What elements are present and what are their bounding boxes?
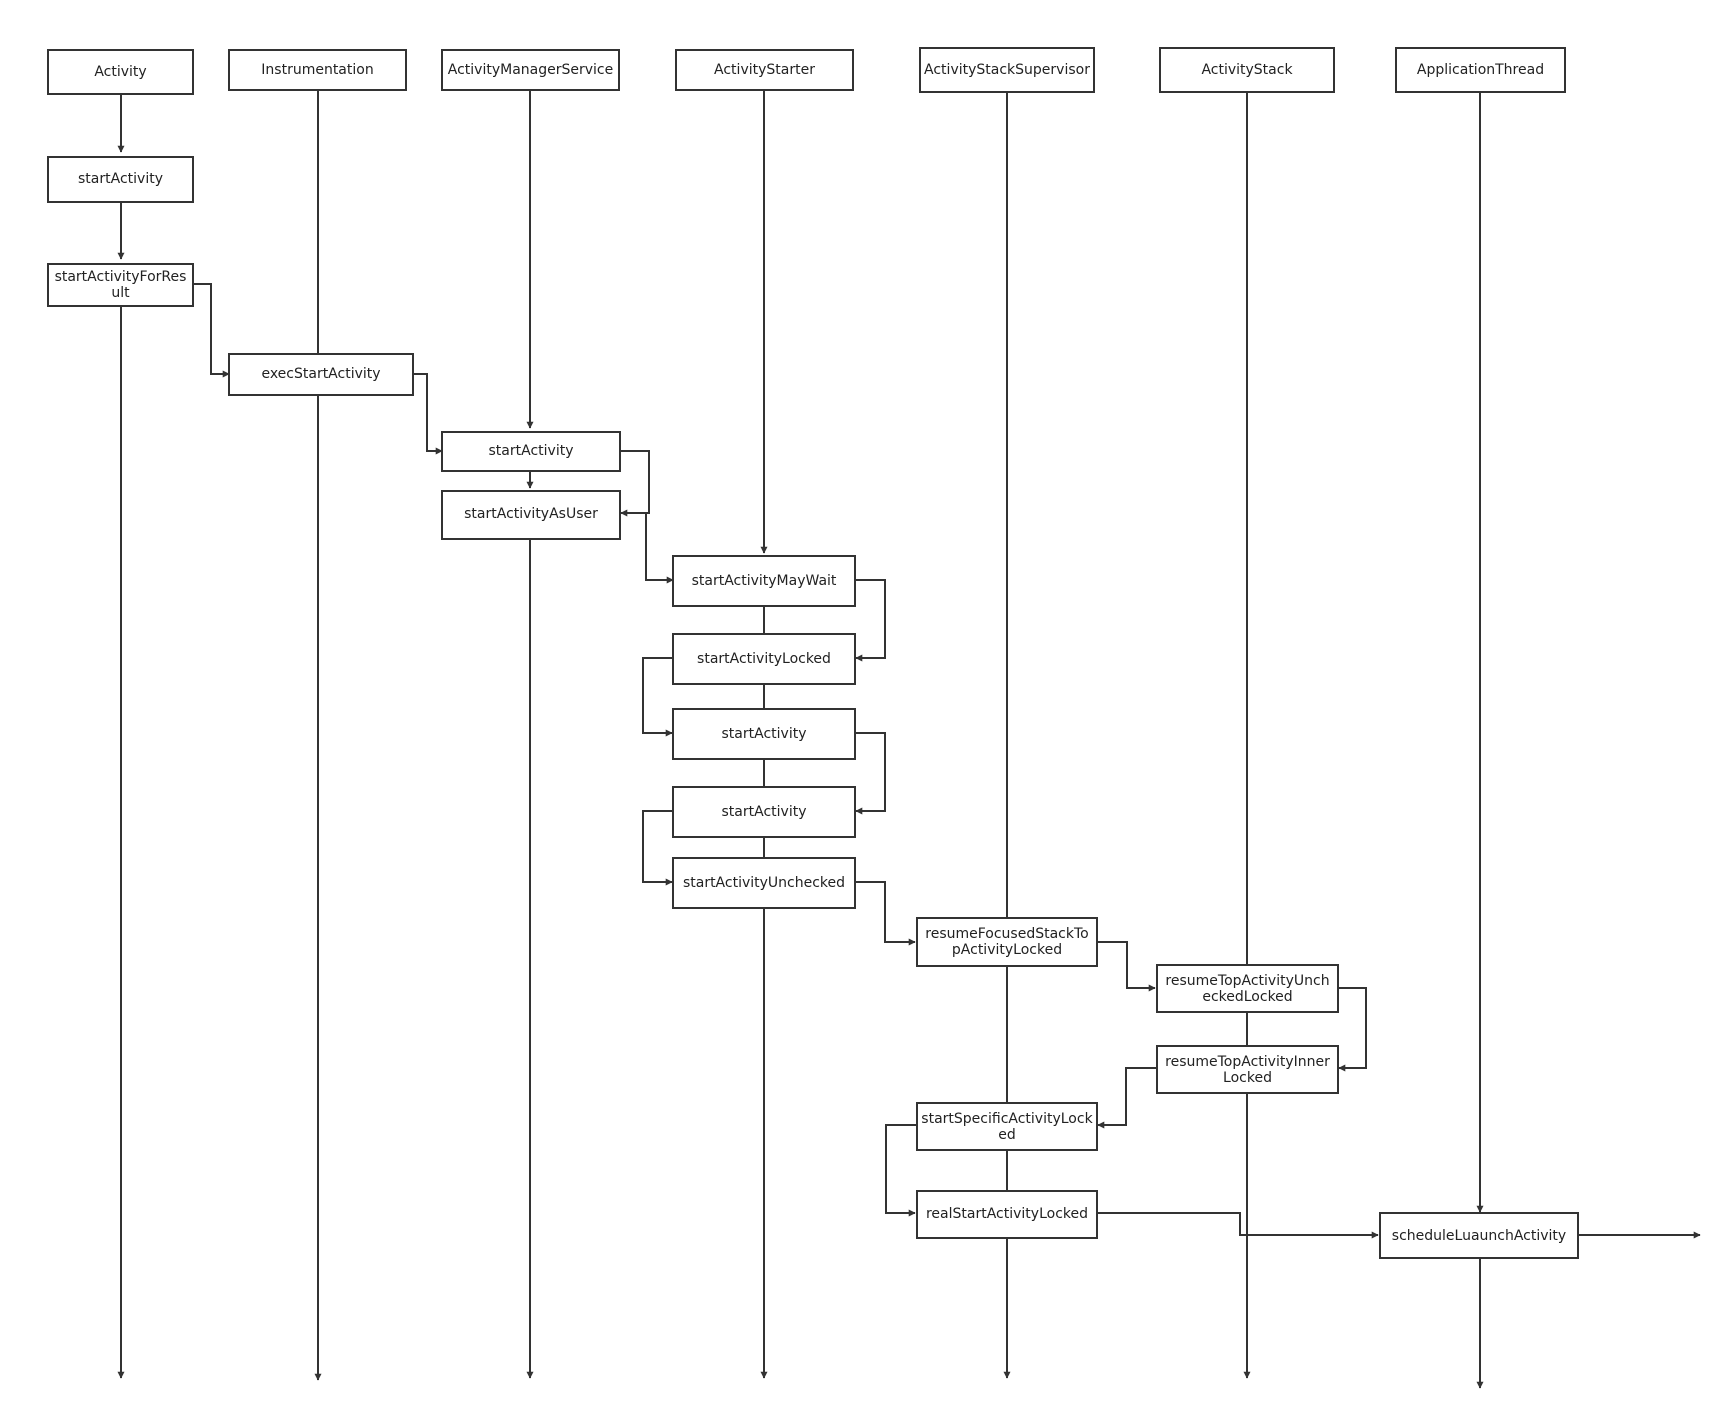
node-label-line2: pActivityLocked bbox=[952, 942, 1062, 958]
node-starter-startactivity-2: startActivity bbox=[672, 786, 856, 838]
node-label-line1: resumeTopActivityUnch bbox=[1165, 973, 1329, 989]
node-label-line1: resumeTopActivityInner bbox=[1165, 1054, 1330, 1070]
node-ams-startactivity: startActivity bbox=[441, 431, 621, 472]
node-label: startActivity bbox=[722, 726, 807, 742]
node-label: startActivity bbox=[722, 804, 807, 820]
call-inner-to-startspecific bbox=[1097, 1067, 1156, 1129]
node-resumefocusedstacktopactivitylocked: resumeFocusedStackTo pActivityLocked bbox=[916, 917, 1098, 967]
lane-header-instrumentation: Instrumentation bbox=[228, 49, 407, 91]
node-startactivitylocked: startActivityLocked bbox=[672, 633, 856, 685]
call-startactivity1-to-startactivity2 bbox=[855, 732, 886, 815]
lane-header-supervisor: ActivityStackSupervisor bbox=[919, 47, 1095, 93]
lane-label-stack: ActivityStack bbox=[1201, 62, 1293, 78]
node-label-line1: startSpecificActivityLock bbox=[921, 1111, 1093, 1127]
call-asuser-to-maywait bbox=[645, 513, 674, 584]
lane-header-appthread: ApplicationThread bbox=[1395, 47, 1566, 93]
node-label-line1: startActivityForRes bbox=[55, 269, 187, 285]
call-unchecked-to-resumefocused bbox=[855, 881, 916, 946]
lane-headers: Activity Instrumentation ActivityManager… bbox=[47, 47, 1566, 95]
node-startactivitymaywait: startActivityMayWait bbox=[672, 555, 856, 607]
node-label-line2: Locked bbox=[1223, 1070, 1272, 1086]
call-exec-to-ams-startactivity bbox=[413, 373, 443, 455]
lane-header-starter: ActivityStarter bbox=[675, 49, 854, 91]
call-startactivity2-to-unchecked bbox=[642, 810, 673, 886]
node-label-line2: eckedLocked bbox=[1202, 989, 1292, 1005]
node-realstartactivitylocked: realStartActivityLocked bbox=[916, 1190, 1098, 1239]
call-startspecific-to-realstart bbox=[885, 1124, 916, 1217]
node-label-line2: ed bbox=[998, 1127, 1016, 1143]
node-startactivityunchecked: startActivityUnchecked bbox=[672, 857, 856, 909]
node-label: startActivityAsUser bbox=[464, 506, 598, 522]
node-label: startActivityLocked bbox=[697, 651, 831, 667]
node-execstartactivity: execStartActivity bbox=[228, 353, 414, 396]
lane-label-starter: ActivityStarter bbox=[714, 62, 815, 78]
call-forresult-to-exec bbox=[193, 283, 230, 378]
node-label: execStartActivity bbox=[261, 366, 380, 382]
call-maywait-to-locked bbox=[855, 579, 886, 662]
call-locked-to-startactivity1 bbox=[642, 657, 673, 737]
call-resumetopunchecked-to-inner bbox=[1338, 987, 1367, 1072]
node-starter-startactivity-1: startActivity bbox=[672, 708, 856, 760]
node-label-line1: resumeFocusedStackTo bbox=[925, 926, 1088, 942]
lane-label-supervisor: ActivityStackSupervisor bbox=[924, 62, 1090, 78]
lane-label-appthread: ApplicationThread bbox=[1417, 62, 1544, 78]
node-label: startActivityUnchecked bbox=[683, 875, 845, 891]
node-label-line2: ult bbox=[111, 285, 130, 301]
call-ams-startactivity-to-asuser bbox=[620, 450, 650, 517]
call-realstart-to-schedulelaunch bbox=[1097, 1212, 1379, 1239]
node-scheduleluaunchactivity: scheduleLuaunchActivity bbox=[1379, 1212, 1579, 1259]
node-startactivityforresult: startActivityForRes ult bbox=[47, 263, 194, 307]
call-resumefocused-to-resumetopunchecked bbox=[1097, 941, 1156, 992]
node-label: startActivity bbox=[78, 171, 163, 187]
node-label: startActivityMayWait bbox=[692, 573, 837, 589]
method-nodes: startActivity startActivityForRes ult ex… bbox=[47, 156, 1579, 1259]
node-resumetopactivityuncheckedlocked: resumeTopActivityUnch eckedLocked bbox=[1156, 964, 1339, 1013]
lane-header-ams: ActivityManagerService bbox=[441, 49, 620, 91]
node-label: realStartActivityLocked bbox=[926, 1206, 1088, 1222]
node-activity-startactivity: startActivity bbox=[47, 156, 194, 203]
lane-label-instrumentation: Instrumentation bbox=[261, 62, 373, 78]
lane-label-activity: Activity bbox=[94, 64, 146, 80]
node-label: startActivity bbox=[489, 443, 574, 459]
node-startspecificactivitylocked: startSpecificActivityLock ed bbox=[916, 1102, 1098, 1151]
lane-label-ams: ActivityManagerService bbox=[448, 62, 613, 78]
node-startactivityasuser: startActivityAsUser bbox=[441, 490, 621, 540]
node-label: scheduleLuaunchActivity bbox=[1392, 1228, 1566, 1244]
call-connectors bbox=[193, 283, 1701, 1239]
lane-header-stack: ActivityStack bbox=[1159, 47, 1335, 93]
node-resumetopactivityinnerlocked: resumeTopActivityInner Locked bbox=[1156, 1045, 1339, 1094]
lane-header-activity: Activity bbox=[47, 49, 194, 95]
lifelines bbox=[117, 90, 1484, 1389]
